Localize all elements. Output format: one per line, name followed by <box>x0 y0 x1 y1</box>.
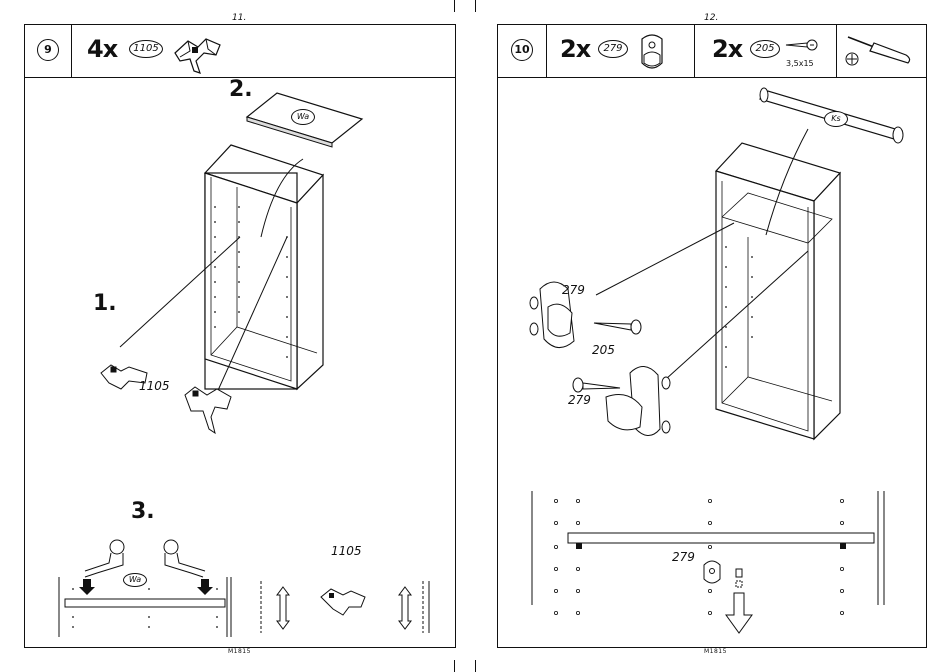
phillips-head-icon <box>842 49 862 69</box>
page-number: 12. <box>704 13 718 23</box>
rod-tag: Ks <box>824 111 848 127</box>
footer-code: M1815 <box>704 648 727 655</box>
quantity: 4x <box>87 35 117 63</box>
step-panel: 10 2x 279 2x 205 3,5x15 <box>497 24 927 648</box>
part-label: 205 <box>592 343 615 357</box>
step-header: 9 4x 1105 <box>25 25 455 78</box>
cabinet-assembly-drawing <box>498 77 926 647</box>
crop-mark <box>475 660 476 672</box>
crop-mark <box>454 0 455 12</box>
crop-mark <box>454 660 455 672</box>
step-number: 10 <box>511 39 533 61</box>
step-header: 10 2x 279 2x 205 3,5x15 <box>498 25 926 78</box>
quantity: 2x <box>712 35 742 63</box>
shelf-tag: Wa <box>291 109 315 125</box>
screw-icon <box>784 35 818 55</box>
part-label: 279 <box>672 550 695 564</box>
page-number: 11. <box>232 13 246 23</box>
part-label: 1105 <box>331 544 362 558</box>
crop-mark <box>475 0 476 12</box>
shelf-support-part <box>101 365 231 433</box>
part-label: 279 <box>568 393 591 407</box>
step-label-2: 2. <box>229 77 253 102</box>
part-cell: 2x 279 <box>546 25 695 77</box>
part-cell: 2x 205 3,5x15 <box>694 25 837 77</box>
quantity: 2x <box>560 35 590 63</box>
step-panel: 9 4x 1105 <box>24 24 456 648</box>
shelf-support-icon <box>170 31 225 75</box>
footer-code: M1815 <box>228 648 251 655</box>
part-code: 205 <box>750 40 780 58</box>
step-label-3: 3. <box>131 499 155 524</box>
part-code: 279 <box>598 40 628 58</box>
right-page: 12. 10 2x 279 2x 205 <box>475 0 950 672</box>
step-number-cell: 10 <box>498 25 547 77</box>
step-label-1: 1. <box>93 291 117 316</box>
cabinet-assembly-drawing <box>25 77 455 647</box>
tool-cell <box>836 25 926 77</box>
rod-holder-icon <box>632 29 672 75</box>
screw-size: 3,5x15 <box>786 59 814 68</box>
step-number-cell: 9 <box>25 25 72 77</box>
shelf-tag: Wa <box>123 573 147 587</box>
part-label: 1105 <box>139 379 170 393</box>
left-page: 11. 9 4x 1105 <box>0 0 475 672</box>
part-label: 279 <box>562 283 585 297</box>
step-number: 9 <box>37 39 59 61</box>
part-code: 1105 <box>129 40 163 58</box>
